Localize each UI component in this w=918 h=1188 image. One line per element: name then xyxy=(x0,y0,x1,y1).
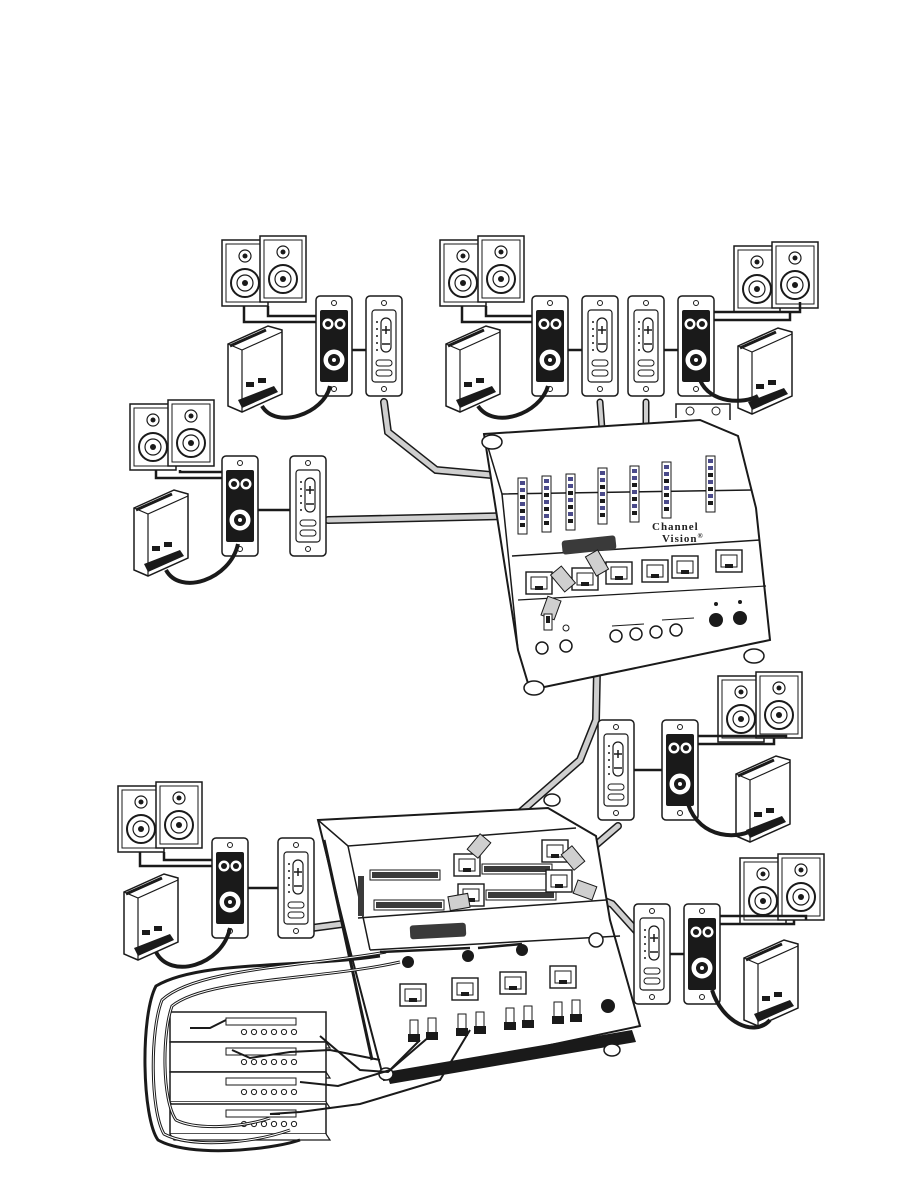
speaker-pair xyxy=(440,236,524,306)
rca-plug[interactable] xyxy=(522,1006,534,1028)
rca-plug[interactable] xyxy=(570,1000,582,1022)
ir-plate[interactable] xyxy=(662,720,698,820)
rj45-port[interactable] xyxy=(500,972,526,994)
volume-keypad[interactable] xyxy=(290,456,326,556)
zone-top-right xyxy=(664,242,818,414)
volume-keypad[interactable] xyxy=(278,838,314,938)
source-unit-3 xyxy=(170,1072,330,1108)
amplifier-box xyxy=(736,756,790,842)
rca-plug[interactable] xyxy=(552,1002,564,1024)
volume-keypad[interactable] xyxy=(366,296,402,396)
ir-plate[interactable] xyxy=(532,296,568,396)
amplifier-box xyxy=(134,490,188,576)
terminal-block[interactable] xyxy=(662,462,671,518)
hub-lower xyxy=(318,794,640,1084)
terminal-block[interactable] xyxy=(706,456,715,512)
volume-keypad[interactable] xyxy=(628,296,664,396)
rj45-port[interactable] xyxy=(546,870,572,892)
brand-line-2: Vision® xyxy=(662,532,704,545)
rj45-port[interactable] xyxy=(672,556,698,578)
zone-bottom-left xyxy=(118,782,314,967)
terminal-block[interactable] xyxy=(518,478,527,534)
zone-top-left xyxy=(222,236,402,418)
rj45-port[interactable] xyxy=(606,562,632,584)
amplifier-box xyxy=(228,326,282,412)
ir-plate[interactable] xyxy=(684,904,720,1004)
speaker-pair xyxy=(130,400,214,470)
ir-plate[interactable] xyxy=(222,456,258,556)
zone-top-center xyxy=(440,236,664,418)
amplifier-box xyxy=(124,874,178,960)
zone-right-middle xyxy=(598,672,802,842)
rj45-port[interactable] xyxy=(526,572,552,594)
terminal-block[interactable] xyxy=(542,476,551,532)
rj45-port[interactable] xyxy=(452,978,478,1000)
terminal-block[interactable] xyxy=(630,466,639,522)
rj45-port[interactable] xyxy=(400,984,426,1006)
rca-plug[interactable] xyxy=(474,1012,486,1034)
rj45-port[interactable] xyxy=(550,966,576,988)
rj45-port[interactable] xyxy=(642,560,668,582)
amplifier-box xyxy=(446,326,500,412)
amplifier-box xyxy=(744,940,798,1026)
hub-upper: Channel Vision® xyxy=(482,404,770,695)
ir-plate[interactable] xyxy=(212,838,248,938)
volume-keypad[interactable] xyxy=(598,720,634,820)
rj45-port[interactable] xyxy=(716,550,742,572)
speaker-pair xyxy=(740,854,824,924)
speaker-pair xyxy=(118,782,202,852)
rca-plug[interactable] xyxy=(408,1020,420,1042)
volume-keypad[interactable] xyxy=(582,296,618,396)
rj45-port[interactable] xyxy=(454,854,480,876)
zone-middle-left xyxy=(130,400,326,583)
ir-plate[interactable] xyxy=(678,296,714,396)
zone-bottom-right xyxy=(634,854,824,1028)
ir-plate[interactable] xyxy=(316,296,352,396)
brand-line-1: Channel xyxy=(652,521,699,533)
speaker-pair xyxy=(718,672,802,742)
volume-keypad[interactable] xyxy=(634,904,670,1004)
terminal-block[interactable] xyxy=(598,468,607,524)
speaker-pair xyxy=(734,242,818,312)
brand-registered-mark: ® xyxy=(698,532,704,540)
rca-plug[interactable] xyxy=(504,1008,516,1030)
speaker-pair xyxy=(222,236,306,306)
rca-plug[interactable] xyxy=(456,1014,468,1036)
terminal-block[interactable] xyxy=(566,474,575,530)
